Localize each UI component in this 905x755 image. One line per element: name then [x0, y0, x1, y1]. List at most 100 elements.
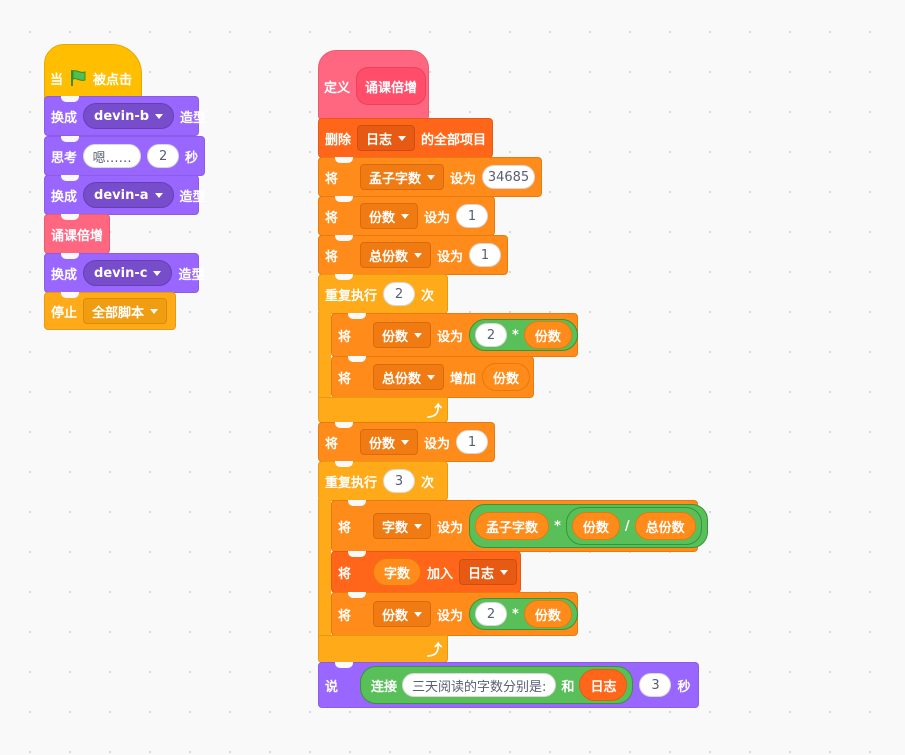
value-input[interactable]: 1 — [469, 243, 501, 267]
dropdown-arrow-icon — [154, 192, 163, 198]
dropdown-arrow-icon — [414, 523, 423, 529]
stop-label: 停止 — [51, 305, 78, 321]
variable-reporter[interactable]: 总份数 — [634, 512, 696, 540]
set-label: 将 — [325, 210, 339, 226]
variable-dropdown[interactable]: 份数 — [360, 203, 419, 229]
switch-costume-block-1[interactable]: 换成 devin-b 造型 — [44, 96, 206, 136]
variable-dropdown[interactable]: 总份数 — [373, 364, 445, 390]
operator-symbol: / — [624, 518, 630, 534]
change-by-label: 增加 — [450, 371, 477, 387]
secs-label: 秒 — [677, 679, 691, 695]
green-flag-icon — [71, 70, 86, 86]
add-label: 将 — [338, 566, 352, 582]
repeat-label: 重复执行 — [325, 475, 378, 491]
loop-arrow-icon: ⤴ — [427, 402, 443, 420]
say-for-secs-block[interactable]: 说 连接 三天阅读的字数分别是: 和 日志 3 秒 — [318, 662, 699, 708]
join-text-input[interactable]: 三天阅读的字数分别是: — [402, 673, 557, 697]
repeat-suffix: 次 — [421, 475, 435, 491]
stop-block[interactable]: 停止 全部脚本 — [44, 292, 176, 330]
set-variable-block-4[interactable]: 将 份数 设为 1 — [318, 422, 495, 462]
repeat-1-arm — [318, 312, 331, 398]
say-secs-input[interactable]: 3 — [639, 673, 672, 697]
define-row: 定义 诵课倍增 — [318, 64, 432, 108]
costume-suffix: 造型 — [180, 110, 207, 126]
variable-dropdown[interactable]: 总份数 — [360, 242, 432, 268]
divide-operator[interactable]: 份数 / 总份数 — [565, 507, 702, 545]
variable-reporter[interactable]: 份数 — [482, 363, 531, 391]
multiply-operator[interactable]: 2 * 份数 — [469, 319, 578, 351]
stop-option-dropdown[interactable]: 全部脚本 — [83, 298, 168, 324]
call-custom-block[interactable]: 诵课倍增 — [44, 214, 110, 254]
switch-label: 换成 — [51, 189, 78, 205]
dropdown-arrow-icon — [401, 439, 410, 445]
switch-label: 换成 — [51, 110, 78, 126]
list-dropdown[interactable]: 日志 — [459, 559, 518, 585]
set-variable-block-3[interactable]: 将 总份数 设为 1 — [318, 235, 508, 275]
set-variable-block-r2[interactable]: 将 字数 设为 孟子字数 * 份数 / 总份数 — [331, 500, 708, 552]
set-variable-block-2[interactable]: 将 份数 设为 1 — [318, 196, 495, 236]
dropdown-arrow-icon — [414, 332, 423, 338]
think-secs-input[interactable]: 2 — [147, 144, 179, 168]
repeat-1-bottom: ⤴ — [318, 397, 448, 423]
think-for-secs-block[interactable]: 思考 嗯…… 2 秒 — [44, 136, 205, 176]
variable-dropdown[interactable]: 份数 — [360, 429, 419, 455]
when-flag-clicked-block[interactable]: 当 被点击 — [44, 60, 142, 96]
variable-reporter[interactable]: 字数 — [373, 558, 422, 586]
define-prototype[interactable]: 诵课倍增 — [356, 67, 427, 105]
variable-dropdown[interactable]: 份数 — [373, 322, 432, 348]
define-label: 定义 — [324, 80, 351, 96]
costume-dropdown[interactable]: devin-b — [83, 103, 175, 129]
dropdown-arrow-icon — [427, 174, 436, 180]
value-input[interactable]: 1 — [456, 204, 488, 228]
multiply-operator[interactable]: 2 * 份数 — [469, 598, 578, 630]
num-input[interactable]: 2 — [475, 602, 508, 626]
value-input[interactable]: 34685 — [482, 165, 535, 189]
variable-dropdown[interactable]: 孟子字数 — [360, 164, 445, 190]
set-label: 将 — [338, 608, 352, 624]
costume-suffix: 造型 — [178, 267, 205, 283]
value-input[interactable]: 1 — [456, 430, 488, 454]
set-variable-block-r3[interactable]: 将 份数 设为 2 * 份数 — [331, 592, 578, 636]
variable-reporter[interactable]: 份数 — [523, 321, 572, 349]
join-label: 连接 — [371, 679, 398, 695]
join-operator[interactable]: 连接 三天阅读的字数分别是: 和 日志 — [360, 666, 634, 704]
think-label: 思考 — [51, 150, 78, 166]
delete-all-of-list-block[interactable]: 删除 日志 的全部项目 — [318, 118, 493, 158]
repeat-label: 重复执行 — [325, 288, 378, 304]
costume-dropdown[interactable]: devin-c — [83, 260, 173, 286]
secs-label: 秒 — [184, 150, 198, 166]
switch-costume-block-3[interactable]: 换成 devin-c 造型 — [44, 253, 204, 293]
think-text-input[interactable]: 嗯…… — [83, 144, 142, 168]
set-variable-block-1[interactable]: 将 孟子字数 设为 34685 — [318, 157, 542, 197]
loop-arrow-icon: ⤴ — [427, 641, 443, 659]
set-label: 将 — [338, 520, 352, 536]
variable-reporter[interactable]: 份数 — [523, 600, 572, 628]
change-variable-block-r1[interactable]: 将 总份数 增加 份数 — [331, 356, 534, 398]
switch-costume-block-2[interactable]: 换成 devin-a 造型 — [44, 175, 206, 215]
dropdown-arrow-icon — [414, 252, 423, 258]
repeat-times-input[interactable]: 2 — [383, 282, 416, 306]
list-dropdown[interactable]: 日志 — [357, 125, 416, 151]
list-reporter[interactable]: 日志 — [579, 669, 628, 701]
repeat-2-arm — [318, 499, 331, 637]
set-label: 将 — [325, 249, 339, 265]
set-to-label: 设为 — [437, 329, 464, 345]
multiply-operator[interactable]: 孟子字数 * 份数 / 总份数 — [469, 504, 708, 548]
repeat-block-1[interactable]: 重复执行 2 次 — [318, 274, 448, 314]
dropdown-arrow-icon — [155, 113, 164, 119]
set-variable-block-r1[interactable]: 将 份数 设为 2 * 份数 — [331, 313, 578, 357]
when-flag-hat-cap[interactable] — [44, 44, 142, 100]
dropdown-arrow-icon — [398, 135, 407, 141]
dropdown-arrow-icon — [150, 308, 159, 314]
num-input[interactable]: 2 — [475, 323, 508, 347]
variable-reporter[interactable]: 孟子字数 — [475, 512, 550, 540]
variable-reporter[interactable]: 份数 — [571, 512, 620, 540]
set-to-label: 设为 — [437, 520, 464, 536]
switch-label: 换成 — [51, 267, 78, 283]
variable-dropdown[interactable]: 字数 — [373, 513, 432, 539]
add-to-list-block[interactable]: 将 字数 加入 日志 — [331, 551, 521, 593]
costume-dropdown[interactable]: devin-a — [83, 182, 174, 208]
variable-dropdown[interactable]: 份数 — [373, 601, 432, 627]
repeat-block-2[interactable]: 重复执行 3 次 — [318, 461, 448, 501]
repeat-times-input[interactable]: 3 — [383, 469, 416, 493]
